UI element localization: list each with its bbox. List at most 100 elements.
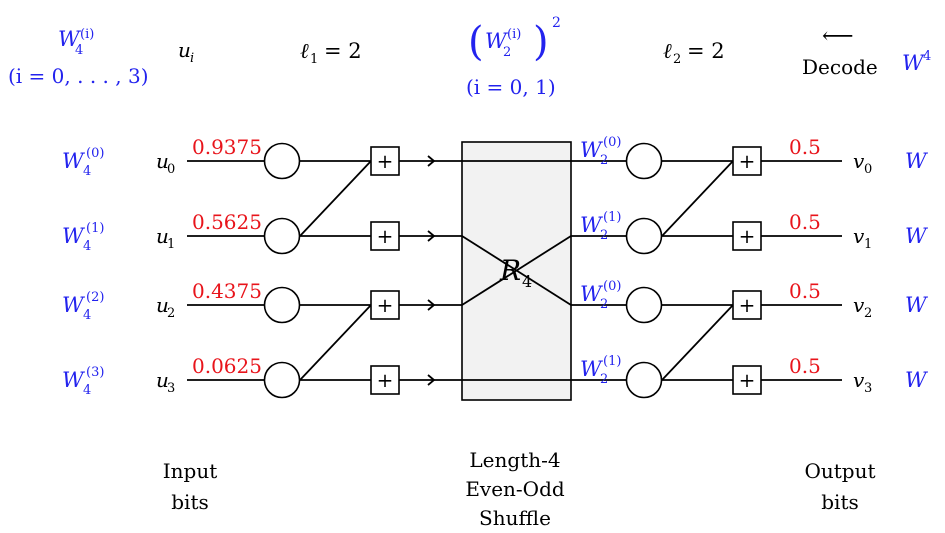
row-left-w: W — [62, 368, 86, 392]
row-v-label: v — [853, 368, 865, 392]
shuffle-cross-b — [461, 235, 572, 306]
right-plus-sign: + — [739, 368, 756, 392]
row-v-sub: 3 — [864, 381, 872, 396]
left-plus-box — [370, 290, 400, 320]
row-u-sub: 1 — [167, 237, 175, 252]
left-plus-sign: + — [377, 224, 394, 248]
row-left-w-sup: (1) — [86, 221, 104, 236]
row-input-value: 0.9375 — [192, 135, 262, 159]
row-u-label: u — [156, 293, 169, 317]
row-left-w-sup: (3) — [86, 365, 104, 380]
left-plus-sign: + — [377, 368, 394, 392]
header-left-w-sub: 4 — [75, 43, 83, 58]
right-cross-wire-0 — [661, 160, 734, 237]
header-mid-w: W — [485, 29, 509, 53]
row-u-sub: 2 — [167, 306, 175, 321]
left-cross-wire-1 — [299, 304, 372, 381]
row-u-sub: 3 — [167, 381, 175, 396]
left-plus-sign: + — [377, 149, 394, 173]
row-input-value: 0.0625 — [192, 354, 262, 378]
footer-input-line2: bits — [171, 490, 209, 514]
header-mid-range: (i = 0, 1) — [466, 75, 556, 99]
footer-shuffle-line3: Shuffle — [479, 506, 551, 530]
row-output-value: 0.5 — [789, 354, 821, 378]
left-plus-sign: + — [377, 293, 394, 317]
header-mid-rparen: ) — [533, 19, 549, 65]
row-left-w-sub: 4 — [83, 239, 91, 254]
row-output-value: 0.5 — [789, 210, 821, 234]
header-left-w: W — [58, 27, 82, 51]
right-plus-box — [732, 365, 762, 395]
right-plus-sign: + — [739, 149, 756, 173]
row-right-w: W — [905, 149, 929, 173]
header-mid-w-sub: 2 — [503, 45, 511, 60]
right-node-circle — [625, 286, 663, 324]
row-u-label: u — [156, 149, 169, 173]
row-v-sub: 0 — [864, 162, 872, 177]
row-output-value: 0.5 — [789, 135, 821, 159]
header-mid-w-sup: (i) — [507, 27, 521, 42]
row-mid-w: W — [580, 213, 604, 237]
header-l1-sub: 1 — [310, 52, 318, 67]
header-right-w-sup: 4 — [923, 49, 931, 64]
row-left-w: W — [62, 224, 86, 248]
footer-shuffle-line1: Length-4 — [469, 448, 560, 472]
row-mid-w: W — [580, 357, 604, 381]
row-mid-w-sub: 2 — [600, 372, 608, 387]
left-node-circle — [263, 286, 301, 324]
left-plus-box — [370, 146, 400, 176]
row-left-w: W — [62, 149, 86, 173]
right-plus-box — [732, 146, 762, 176]
row-mid-w-sub: 2 — [600, 153, 608, 168]
row-v-sub: 2 — [864, 306, 872, 321]
header-left-w-sup: (i) — [80, 27, 94, 42]
shuffle-block: R 4 — [461, 141, 572, 401]
header-left-range: (i = 0, . . . , 3) — [8, 64, 149, 88]
row-u-label: u — [156, 368, 169, 392]
left-plus-box — [370, 221, 400, 251]
row-left-w-sup: (2) — [86, 290, 104, 305]
row-u-sub: 0 — [167, 162, 175, 177]
row-output-value: 0.5 — [789, 279, 821, 303]
row-mid-w-sub: 2 — [600, 297, 608, 312]
row-mid-w-sup: (0) — [603, 135, 621, 150]
row-right-w: W — [905, 224, 929, 248]
row-u-label: u — [156, 224, 169, 248]
row-input-value: 0.4375 — [192, 279, 262, 303]
right-node-circle — [625, 217, 663, 255]
footer-output-line1: Output — [804, 459, 875, 483]
header-l2-eq: = 2 — [687, 39, 725, 63]
row-mid-w: W — [580, 282, 604, 306]
row-right-w: W — [905, 293, 929, 317]
right-node-circle — [625, 142, 663, 180]
row-left-w-sub: 4 — [83, 164, 91, 179]
header-decode-arrow: ⟵ — [822, 24, 854, 49]
shuffle-box — [461, 141, 572, 401]
left-node-circle — [263, 142, 301, 180]
header-mid-exp: 2 — [552, 15, 561, 31]
header-l1: ℓ — [300, 39, 309, 63]
header-l2-sub: 2 — [673, 52, 681, 67]
right-plus-box — [732, 290, 762, 320]
row-input-value: 0.5625 — [192, 210, 262, 234]
left-node-circle — [263, 217, 301, 255]
row-mid-w: W — [580, 138, 604, 162]
left-node-circle — [263, 361, 301, 399]
right-node-circle — [625, 361, 663, 399]
footer-input-line1: Input — [163, 459, 218, 483]
row-v-label: v — [853, 149, 865, 173]
header-right-w: W — [902, 51, 926, 75]
footer-output-line2: bits — [821, 490, 859, 514]
right-plus-sign: + — [739, 293, 756, 317]
left-cross-wire-0 — [299, 160, 372, 237]
header: W 4 (i) (i = 0, . . . , 3) u i ℓ 1 = 2 (… — [8, 15, 931, 99]
row-v-label: v — [853, 224, 865, 248]
right-plus-sign: + — [739, 224, 756, 248]
row-mid-w-sup: (1) — [603, 354, 621, 369]
row-mid-w-sup: (1) — [603, 210, 621, 225]
shuffle-label: R — [499, 254, 521, 287]
row-mid-w-sub: 2 — [600, 228, 608, 243]
row-left-w: W — [62, 293, 86, 317]
left-plus-box — [370, 365, 400, 395]
